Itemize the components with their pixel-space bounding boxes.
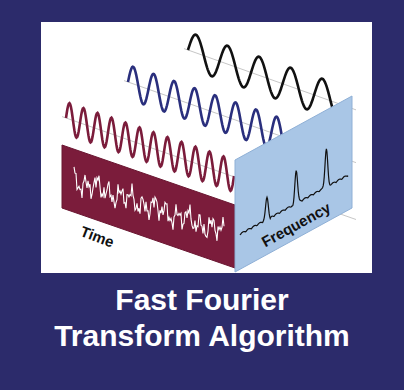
time-panel: Time (60, 140, 238, 275)
panel-face (62, 145, 235, 268)
panel-label: Time (78, 223, 116, 249)
panel-shape (232, 90, 356, 275)
panel-shape (60, 140, 238, 275)
sine-wave (188, 35, 346, 121)
frequency-panel: Frequency (232, 90, 356, 275)
panel-face (235, 96, 352, 272)
white-panel (41, 22, 372, 273)
title: Fast Fourier Transform Algorithm (46, 282, 358, 354)
